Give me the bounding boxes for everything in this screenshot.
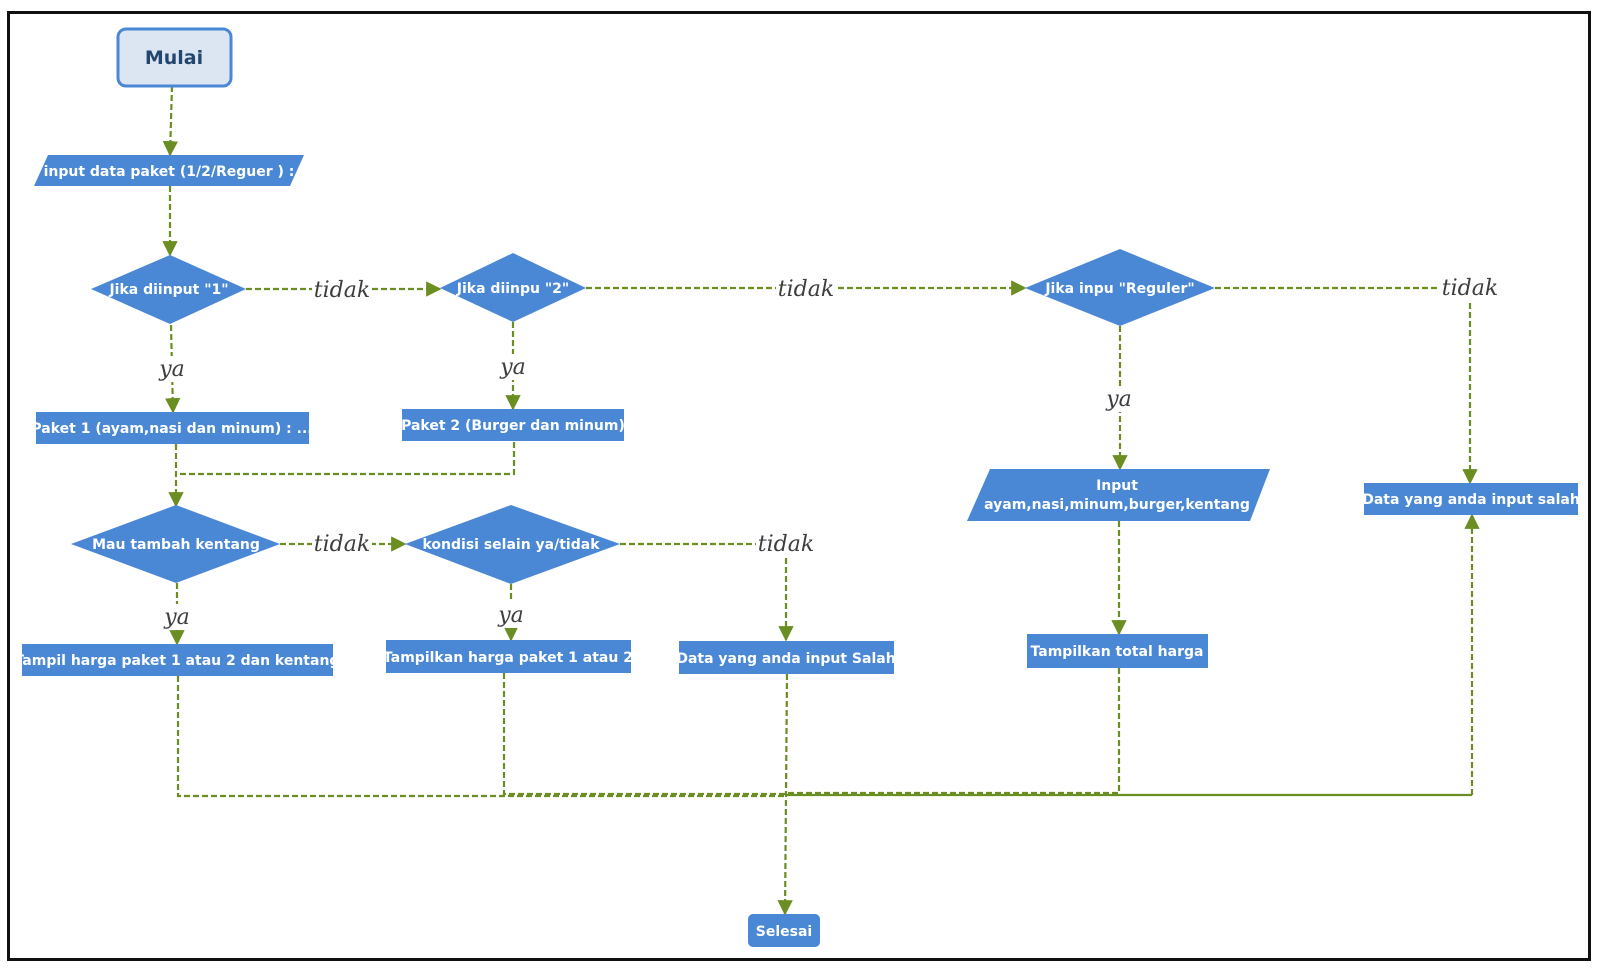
edge-dec1-paket1 — [164, 324, 181, 414]
input-paket-label: input data paket (1/2/Reguer ) : — [44, 164, 295, 180]
label-ya-3: ya — [1105, 387, 1132, 412]
start-node: Mulai — [116, 27, 233, 88]
total-harga-label: Tampilkan total harga — [1031, 644, 1204, 660]
decision-kentang-label: Mau tambah kentang — [92, 537, 260, 553]
paket1-node: Paket 1 (ayam,nasi dan minum) : ... — [31, 412, 313, 444]
edge-tampil2-merge — [502, 673, 785, 796]
decision-kondisi-node: kondisi selain ya/tidak — [405, 505, 620, 584]
edge-start-input — [162, 85, 179, 157]
label-ya-2: ya — [499, 355, 526, 380]
end-node: Selesai — [748, 914, 820, 947]
decision-2-label: Jika diinpu "2" — [456, 281, 569, 297]
label-ya-4: ya — [163, 605, 190, 630]
label-tidak-1: tidak — [314, 278, 370, 303]
end-label: Selesai — [756, 924, 812, 940]
label-tidak-4: tidak — [314, 532, 370, 557]
edge-paket2-merge — [176, 442, 516, 476]
edge-tampil1-merge — [176, 676, 785, 798]
label-tidak-3: tidak — [1442, 276, 1498, 301]
decision-kentang-node: Mau tambah kentang — [71, 505, 280, 583]
decision-kondisi-label: kondisi selain ya/tidak — [422, 537, 600, 553]
input-reguler-label-1: Input — [1096, 478, 1138, 494]
edge-reguler-error — [1215, 286, 1478, 485]
error-right-node: Data yang anda input salah — [1362, 483, 1580, 515]
label-ya-5: ya — [497, 603, 524, 628]
input-reguler-label-2: ayam,nasi,minum,burger,kentang — [984, 497, 1250, 513]
input-reguler-node: Input ayam,nasi,minum,burger,kentang — [967, 469, 1270, 521]
label-ya-1: ya — [158, 357, 185, 382]
input-paket-node: input data paket (1/2/Reguer ) : — [34, 155, 304, 186]
start-label: Mulai — [145, 47, 203, 69]
edge-labels: tidak tidak tidak tidak tidak ya ya ya y… — [155, 275, 1500, 630]
connectors — [162, 85, 1480, 916]
decision-1-label: Jika diinput "1" — [108, 282, 228, 298]
paket2-label: Paket 2 (Burger dan minum) — [401, 418, 625, 434]
decision-2-node: Jika diinpu "2" — [440, 253, 586, 322]
decision-1-node: Jika diinput "1" — [91, 255, 246, 324]
tampil-kentang-node: Tampil harga paket 1 atau 2 dan kentang — [15, 644, 340, 676]
paket1-label: Paket 1 (ayam,nasi dan minum) : ... — [31, 421, 312, 437]
paket2-node: Paket 2 (Burger dan minum) — [401, 409, 625, 441]
edge-kondisi-error — [620, 542, 794, 642]
label-tidak-2: tidak — [778, 277, 834, 302]
error-right-label: Data yang anda input salah — [1362, 492, 1580, 508]
tampil-kentang-label: Tampil harga paket 1 atau 2 dan kentang — [15, 653, 340, 669]
error-mid-node: Data yang anda input Salah — [676, 641, 896, 674]
tampil-paket-label: Tampilkan harga paket 1 atau 2 — [383, 650, 633, 666]
total-harga-node: Tampilkan total harga — [1027, 634, 1208, 668]
label-tidak-5: tidak — [758, 532, 814, 557]
decision-reguler-label: Jika inpu "Reguler" — [1044, 281, 1194, 297]
edge-total-merge — [785, 668, 1121, 795]
error-mid-label: Data yang anda input Salah — [676, 651, 895, 667]
tampil-paket-node: Tampilkan harga paket 1 atau 2 — [383, 640, 633, 673]
decision-reguler-node: Jika inpu "Reguler" — [1025, 249, 1215, 326]
